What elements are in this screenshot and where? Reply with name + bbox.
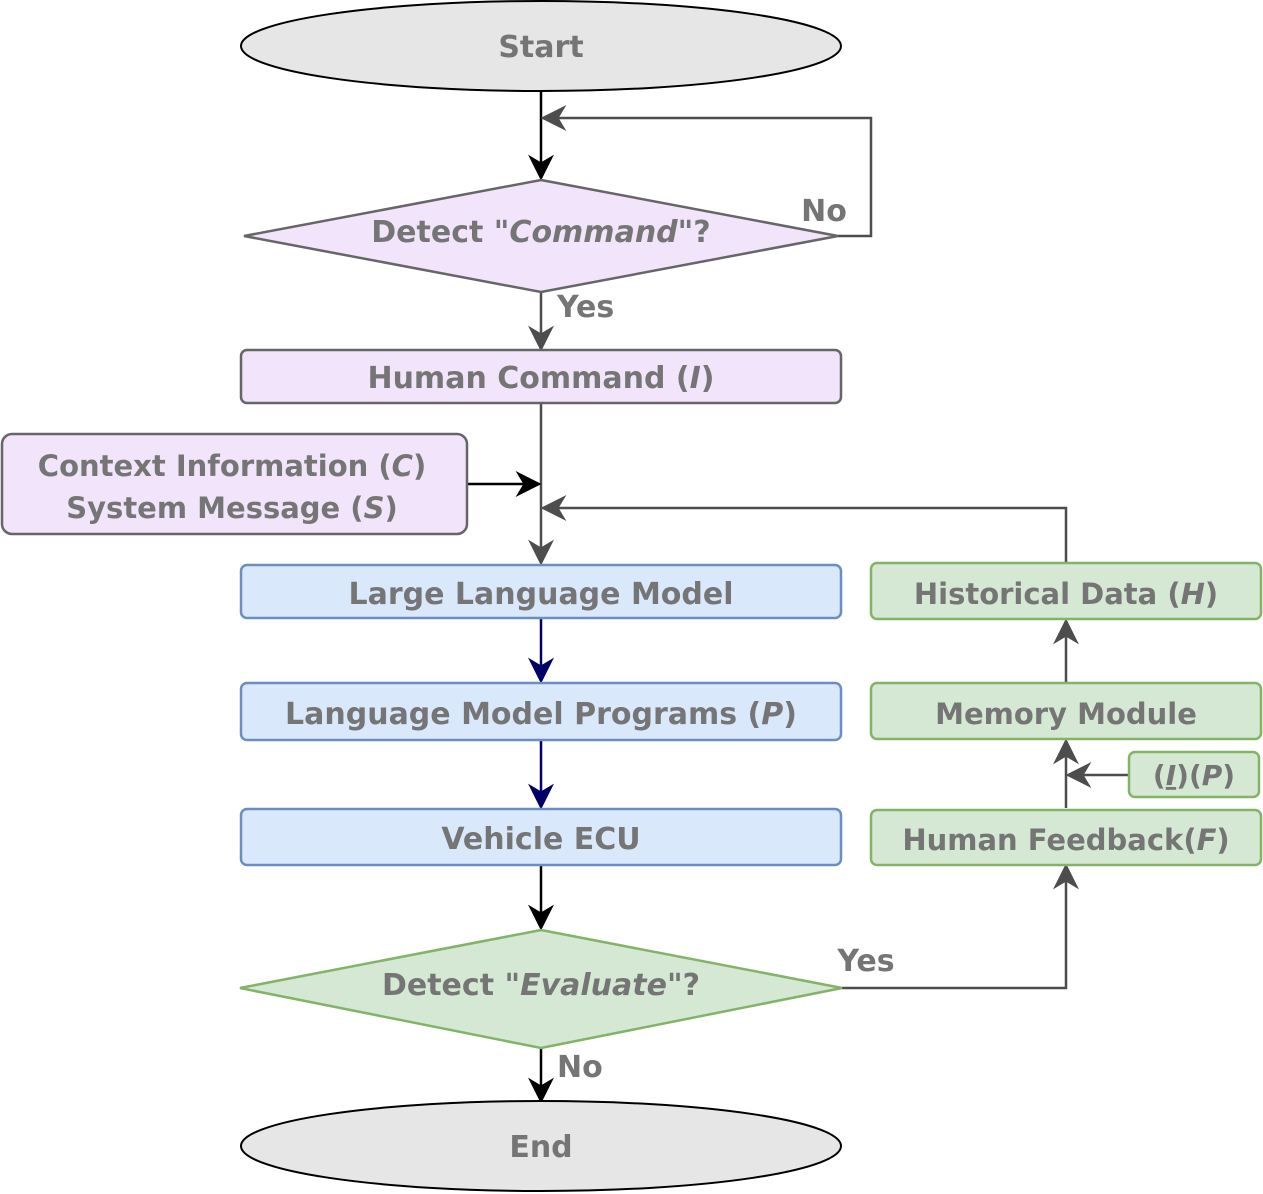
detect-command-shape: [243, 178, 839, 294]
node-start: Start: [240, 0, 842, 92]
feedback-label: Human Feedback(F): [902, 823, 1229, 857]
ecu-shape: [239, 807, 843, 867]
node-detect-command: Detect "Command"?: [243, 178, 839, 294]
detect-command-label: Detect "Command"?: [371, 215, 710, 250]
node-memory: Memory Module: [869, 681, 1263, 741]
llm-label: Large Language Model: [348, 577, 733, 612]
historical-label: Historical Data (H): [914, 577, 1218, 611]
edge-label-evaluate-yes: Yes: [836, 944, 894, 979]
edge-label-command-yes: Yes: [556, 290, 614, 325]
ip-shape: [1127, 750, 1261, 799]
edges: [467, 92, 1129, 1104]
node-feedback: Human Feedback(F): [869, 808, 1263, 867]
start-label: Start: [498, 30, 583, 65]
memory-label: Memory Module: [935, 697, 1197, 731]
edge-historical-to-llm: [540, 495, 1068, 563]
historical-shape: [869, 561, 1263, 621]
node-ip: (I)(P): [1127, 750, 1261, 799]
programs-shape: [239, 681, 843, 742]
context-system-shape: [0, 432, 469, 536]
start-shape: [240, 0, 842, 92]
memory-shape: [869, 681, 1263, 741]
end-shape: [240, 1100, 842, 1192]
node-end: End: [240, 1100, 842, 1192]
edge-label-evaluate-no: No: [557, 1050, 603, 1085]
feedback-shape: [869, 808, 1263, 867]
node-programs: Language Model Programs (P): [239, 681, 843, 742]
human-command-shape: [239, 348, 843, 405]
node-context-system: Context Information (C) System Message (…: [0, 432, 469, 536]
node-historical: Historical Data (H): [869, 561, 1263, 621]
human-command-label: Human Command (I): [367, 361, 714, 396]
programs-label: Language Model Programs (P): [285, 697, 797, 732]
end-label: End: [509, 1130, 572, 1165]
edge-label-command-no: No: [801, 194, 847, 229]
llm-shape: [239, 563, 843, 620]
ecu-label: Vehicle ECU: [441, 822, 640, 857]
edge-detect-command-no-loop: [540, 105, 873, 238]
node-ecu: Vehicle ECU: [239, 807, 843, 867]
node-detect-evaluate: Detect "Evaluate"?: [239, 928, 843, 1050]
system-message-label: System Message (S): [66, 491, 397, 525]
ip-label: (I)(P): [1153, 759, 1235, 792]
edge-detect-evaluate-yes: [842, 863, 1079, 990]
detect-evaluate-shape: [239, 928, 843, 1050]
node-llm: Large Language Model: [239, 563, 843, 620]
node-human-command: Human Command (I): [239, 348, 843, 405]
context-information-label: Context Information (C): [38, 449, 426, 483]
detect-evaluate-label: Detect "Evaluate"?: [382, 968, 700, 1003]
